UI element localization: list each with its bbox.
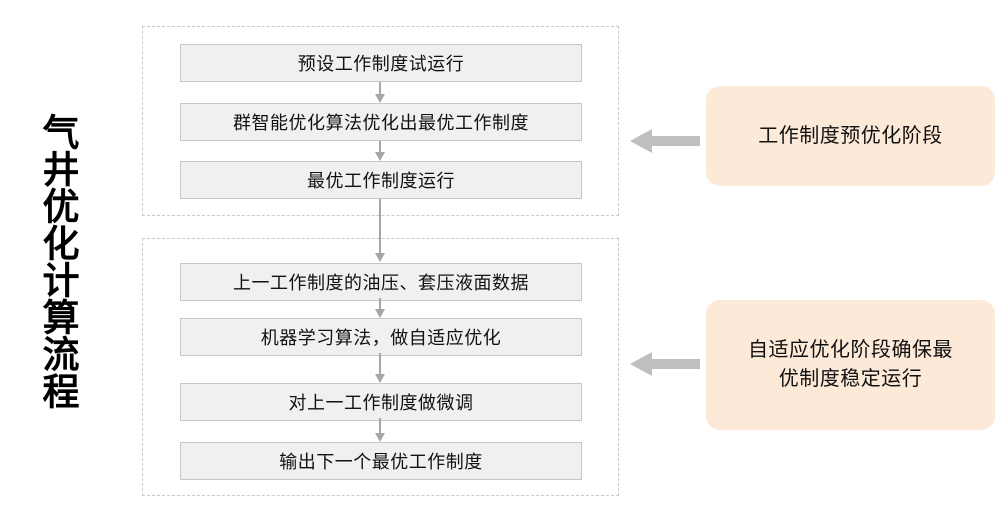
flow-connector-arrow-icon <box>375 353 385 383</box>
arrow-left-icon <box>630 127 700 155</box>
process-box[interactable]: 预设工作制度试运行 <box>180 44 582 82</box>
flow-connector-arrow-icon <box>375 298 385 318</box>
process-box[interactable]: 机器学习算法，做自适应优化 <box>180 318 582 356</box>
arrow-left-icon <box>630 350 700 378</box>
flow-connector-arrow-icon <box>375 141 385 161</box>
diagram-side-title: 气井优化计算流程 <box>37 113 78 409</box>
process-box[interactable]: 对上一工作制度做微调 <box>180 383 582 421</box>
process-box[interactable]: 群智能优化算法优化出最优工作制度 <box>180 103 582 141</box>
process-box[interactable]: 上一工作制度的油压、套压液面数据 <box>180 263 582 301</box>
process-box[interactable]: 输出下一个最优工作制度 <box>180 442 582 480</box>
stage-label-adaptive-optimization[interactable]: 自适应优化阶段确保最 优制度稳定运行 <box>706 300 995 430</box>
stage-label-line: 工作制度预优化阶段 <box>758 124 943 147</box>
stage-label-line: 自适应优化阶段确保最 <box>748 339 953 361</box>
stage-group-pre-optimization: 预设工作制度试运行 群智能优化算法优化出最优工作制度 最优工作制度运行 <box>142 26 619 216</box>
flow-connector-arrow-icon <box>375 82 385 103</box>
stage-label-pre-optimization[interactable]: 工作制度预优化阶段 <box>706 86 995 186</box>
flow-connector-arrow-icon <box>375 418 385 442</box>
stage-label-line: 优制度稳定运行 <box>778 368 923 390</box>
stage-group-adaptive-optimization: 上一工作制度的油压、套压液面数据 机器学习算法，做自适应优化 对上一工作制度做微… <box>142 238 619 496</box>
flow-connector-arrow-icon <box>375 199 385 262</box>
process-box[interactable]: 最优工作制度运行 <box>180 161 582 199</box>
